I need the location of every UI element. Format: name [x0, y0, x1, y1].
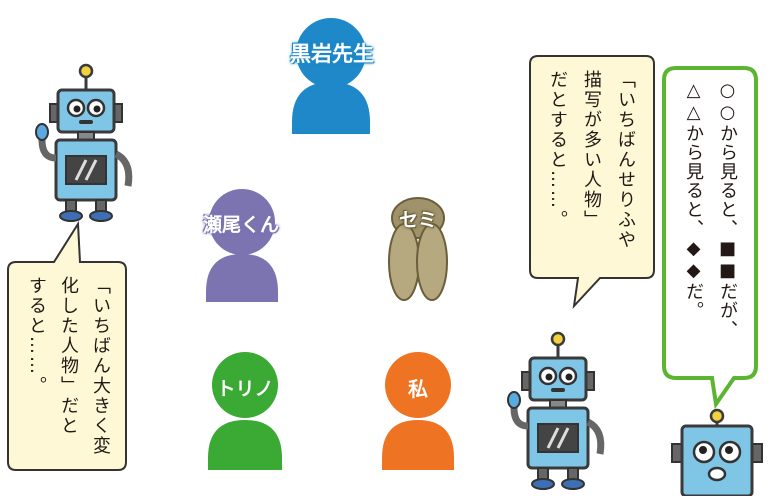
label-semi: セミ — [398, 209, 437, 231]
left-bubble-line-3: すると……。 — [26, 276, 47, 396]
robot-head-peeking-illustration — [671, 408, 763, 496]
middle-bubble-line-1: 「いちばんせりふや — [615, 70, 636, 250]
robot-left-illustration — [36, 65, 129, 221]
left-bubble-line-1: 「いちばん大きく変 — [90, 276, 111, 456]
right-bubble-line-1: ○○から見ると、■■だが、 — [717, 80, 738, 339]
watashi-figure — [382, 352, 454, 470]
left-bubble-line-2: 化した人物」だと — [58, 276, 79, 436]
middle-bubble-line-3: だとすると……。 — [547, 70, 568, 230]
middle-bubble-text: 「いちばんせりふや 描写が多い人物」 だとすると……。 — [540, 70, 642, 270]
left-bubble-text: 「いちばん大きく変 化した人物」だと すると……。 — [20, 276, 116, 462]
label-torino: トリノ — [216, 378, 274, 400]
label-seo: 瀬尾くん — [202, 214, 279, 236]
right-bubble-text: ○○から見ると、■■だが、 △△から見ると、◆◆だ。 — [676, 80, 744, 370]
seo-figure — [206, 189, 278, 302]
speech-bubble-middle — [529, 55, 655, 310]
cicada-illustration — [388, 197, 448, 301]
speech-bubble-right — [662, 66, 758, 410]
robot-middle-illustration — [508, 333, 601, 489]
speech-bubble-left — [7, 220, 127, 471]
label-kuroiwa: 黒岩先生 — [290, 42, 374, 66]
right-bubble-line-2: △△から見ると、◆◆だ。 — [683, 80, 704, 320]
torino-figure — [208, 352, 282, 470]
middle-bubble-line-2: 描写が多い人物」 — [581, 70, 602, 230]
kuroiwa-figure — [292, 18, 370, 134]
label-watashi: 私 — [408, 377, 428, 401]
